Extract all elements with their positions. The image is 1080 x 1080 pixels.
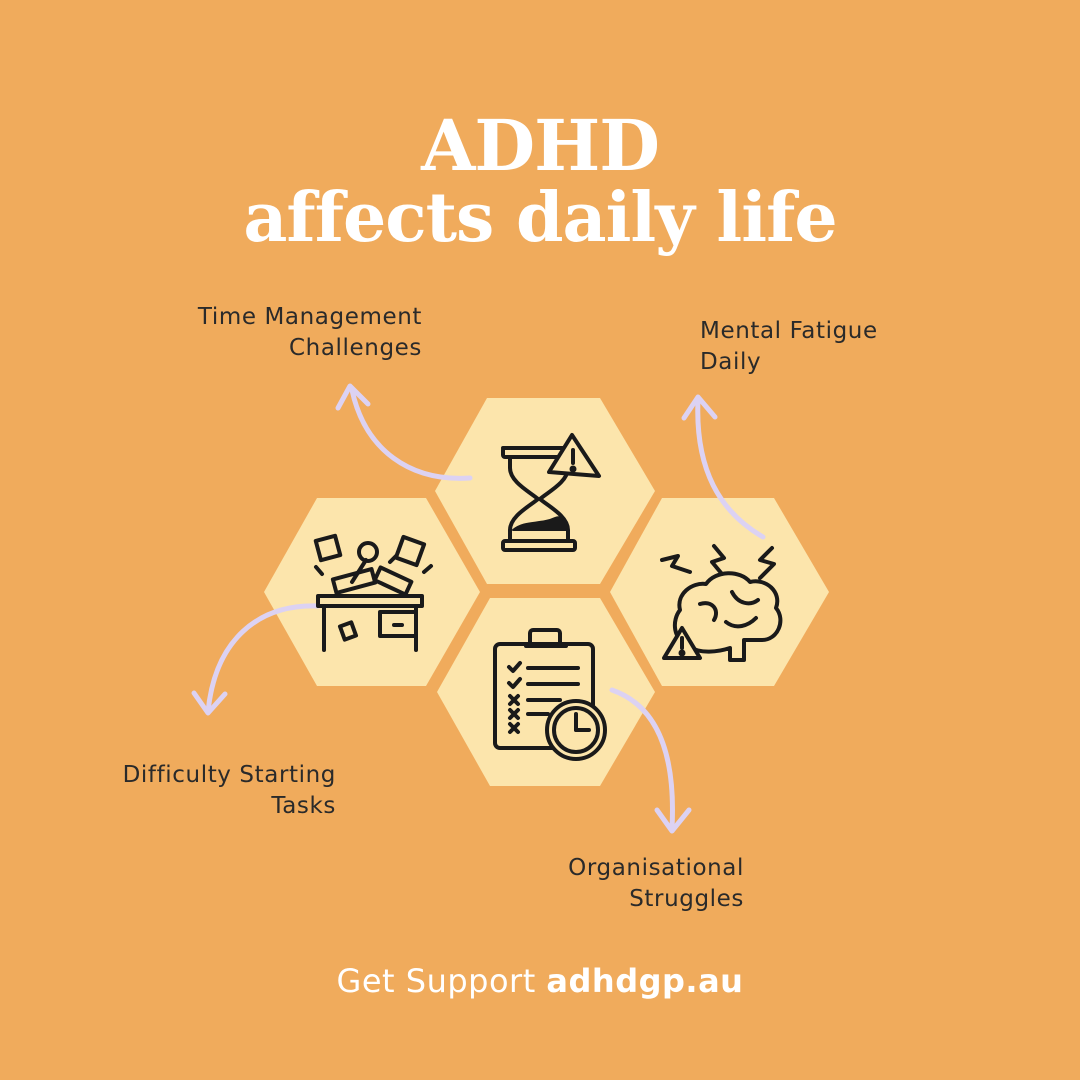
hourglass-warning-icon bbox=[501, 433, 601, 552]
arrow-to-start bbox=[191, 603, 321, 716]
label-time-management-line-2: Challenges bbox=[289, 335, 422, 361]
arrow-to-org bbox=[609, 687, 692, 834]
label-mental-fatigue-line-1: Mental Fatigue bbox=[700, 318, 878, 344]
label-time-management-line-1: Time Management bbox=[197, 304, 422, 330]
label-mental-fatigue-line-2: Daily bbox=[700, 349, 762, 375]
brain-lightning-icon bbox=[660, 544, 783, 662]
hexagon-desk bbox=[264, 498, 480, 686]
label-organisational: Organisational Struggles bbox=[568, 853, 744, 915]
label-organisational-line-1: Organisational bbox=[568, 855, 744, 881]
label-difficulty-starting-line-1: Difficulty Starting bbox=[122, 762, 336, 788]
hexagon-time bbox=[435, 398, 655, 584]
messy-desk-icon bbox=[313, 533, 433, 652]
label-organisational-line-2: Struggles bbox=[629, 886, 744, 912]
footer-url-link[interactable]: adhdgp.au bbox=[546, 962, 744, 1000]
arrow-to-time bbox=[335, 383, 473, 481]
label-time-management: Time Management Challenges bbox=[198, 302, 422, 364]
footer-prefix: Get Support bbox=[336, 962, 547, 1000]
title-line-2: affects daily life bbox=[243, 178, 837, 258]
label-difficulty-starting-line-2: Tasks bbox=[271, 793, 336, 819]
hexagon-brain bbox=[610, 498, 829, 686]
title-line-1: ADHD bbox=[421, 104, 660, 187]
checklist-clock-icon bbox=[493, 628, 607, 761]
label-difficulty-starting: Difficulty Starting Tasks bbox=[123, 760, 336, 822]
arrow-to-fatigue bbox=[681, 394, 766, 540]
footer-cta: Get Support adhdgp.au bbox=[0, 962, 1080, 1000]
label-mental-fatigue: Mental Fatigue Daily bbox=[700, 316, 878, 378]
